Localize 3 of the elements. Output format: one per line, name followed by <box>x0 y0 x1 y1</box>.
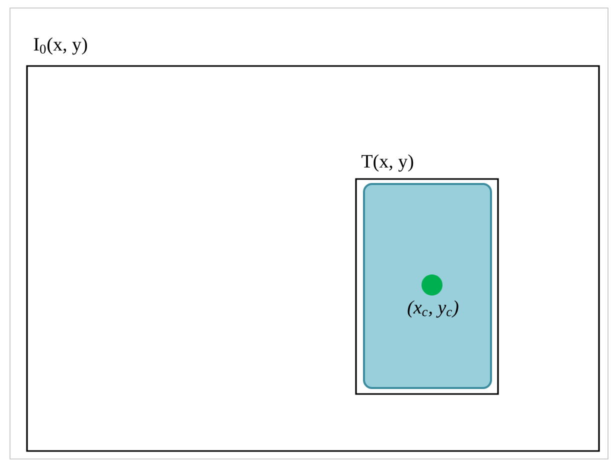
coordinate-label: (x$_{c}$, y$_{c}$) <box>408 300 458 318</box>
heading: T(x, y) <box>362 154 414 172</box>
heading: I$_{0}$(x, y) <box>34 37 87 55</box>
